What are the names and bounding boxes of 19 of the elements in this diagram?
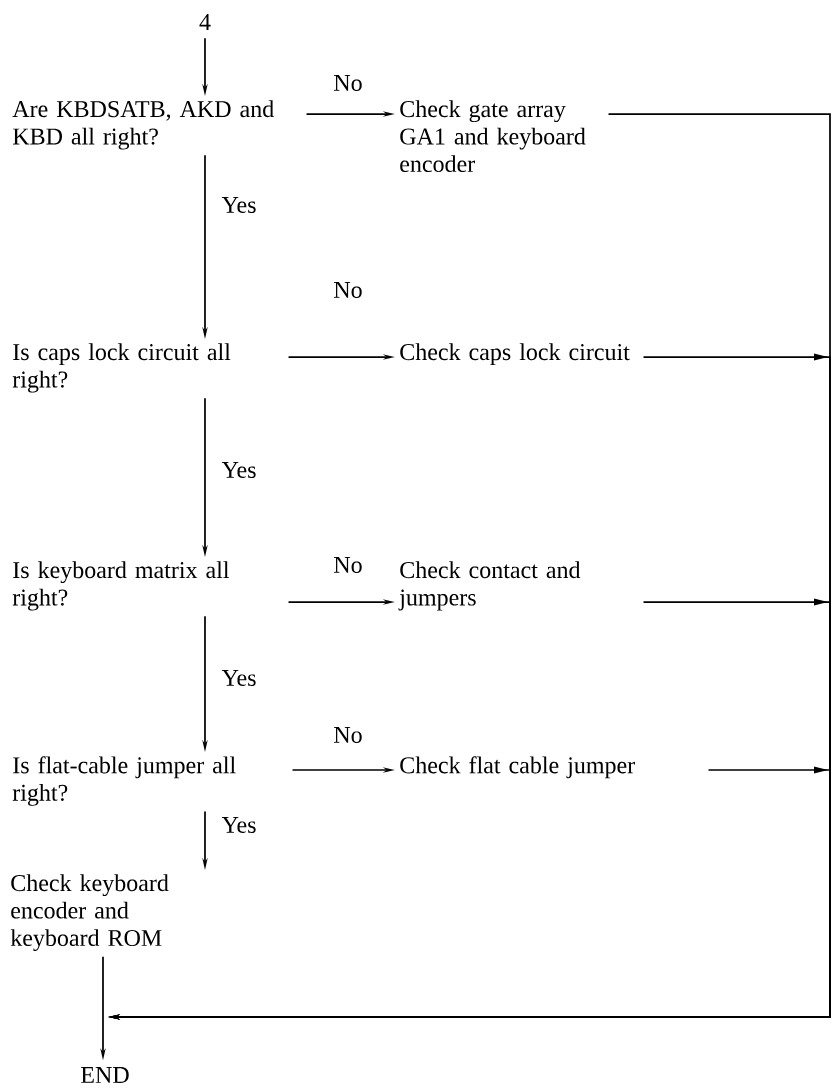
edge-label: Yes <box>221 817 256 833</box>
edge-label: Yes <box>221 197 256 213</box>
edge-label: No <box>334 727 362 743</box>
end-label: END <box>81 1067 129 1083</box>
question-text: Is flat-cable jumper all right? <box>12 756 236 806</box>
action-text: Check keyboard encoder and keyboard ROM <box>10 874 169 952</box>
action-text: Check caps lock circuit <box>400 343 630 366</box>
edge-label: No <box>334 557 362 573</box>
question-text: Is caps lock circuit all right? <box>12 343 231 393</box>
question-text: Are KBDSATB, AKD and KBD all right? <box>12 100 274 150</box>
edge-label: Yes <box>221 670 256 686</box>
action-text: Check flat cable jumper <box>400 756 635 779</box>
action-text: Check gate array GA1 and keyboard encoder <box>400 100 586 173</box>
action-text: Check contact and jumpers <box>398 561 581 611</box>
question-text: Is keyboard matrix all right? <box>12 561 230 611</box>
edge-label: No <box>334 282 362 298</box>
edge-label: No <box>334 75 362 91</box>
edge-label: Yes <box>221 462 256 478</box>
connector-number: 4 <box>199 14 211 30</box>
